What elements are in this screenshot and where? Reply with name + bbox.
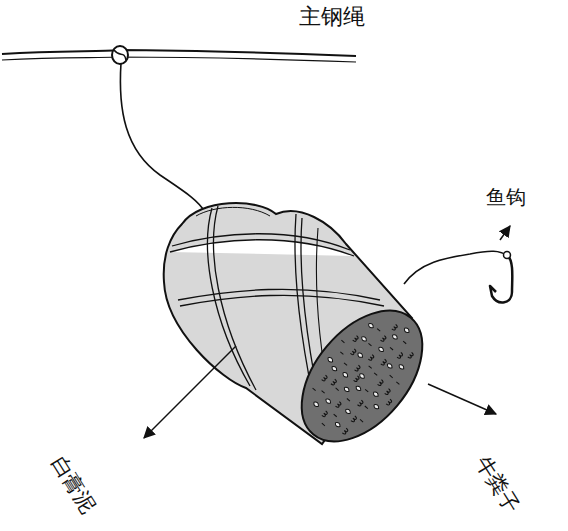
dung-texture: [336, 388, 339, 391]
dung-texture: [369, 366, 372, 369]
dung-texture: [322, 423, 325, 426]
dung-texture: [398, 363, 405, 370]
leader-line: [428, 384, 496, 414]
dung-texture: [350, 349, 356, 356]
clay-label: 白膏泥: [46, 452, 99, 518]
dung-texture: [378, 380, 384, 387]
dung-texture: [360, 419, 363, 422]
dung-texture: [342, 371, 349, 378]
dung-texture: [334, 421, 341, 428]
dung-texture: [391, 333, 398, 340]
rope-label: 主钢绳: [299, 5, 365, 29]
dung-texture: [390, 375, 393, 378]
fish-hook: [490, 256, 512, 302]
dung-texture: [340, 352, 343, 355]
dung-texture: [343, 386, 350, 393]
dung-texture: [358, 400, 364, 407]
dung-texture: [367, 322, 374, 329]
dung-texture: [357, 352, 364, 359]
binding-string: [170, 240, 354, 256]
dung-texture: [403, 341, 406, 344]
dung-texture: [386, 362, 393, 369]
dung-texture: [322, 391, 325, 394]
dung-texture: [353, 336, 359, 343]
hook-line: [404, 251, 508, 284]
dung-end: [278, 288, 446, 464]
leader-line: [500, 226, 510, 240]
binding-string: [180, 295, 384, 306]
dung-texture: [331, 365, 338, 372]
dung-texture: [374, 373, 377, 376]
hook-label: 鱼钩: [486, 186, 526, 208]
dung-texture: [372, 391, 379, 398]
hook-eye: [504, 252, 511, 259]
clay-lump: [196, 207, 270, 216]
dung-texture: [342, 428, 348, 435]
dung-texture: [403, 327, 410, 334]
dung-texture: [325, 398, 332, 405]
dung-texture: [331, 379, 337, 386]
main-rope: [2, 50, 356, 56]
dung-texture: [313, 388, 316, 391]
dung-label: 牛粪子: [470, 452, 523, 518]
dung-texture: [354, 376, 360, 383]
dung-texture: [322, 411, 328, 418]
dung-texture: [327, 356, 334, 363]
dung-texture: [377, 329, 380, 332]
dung-texture: [355, 365, 361, 372]
dung-texture: [365, 406, 368, 409]
dung-texture: [386, 399, 392, 406]
dung-texture: [368, 355, 374, 362]
dung-texture: [368, 343, 371, 346]
dung-texture: [322, 375, 328, 382]
dung-texture: [347, 399, 350, 402]
dung-texture: [355, 385, 362, 392]
dung-texture: [408, 352, 414, 359]
dung-texture: [373, 403, 380, 410]
dung-texture: [385, 389, 391, 396]
dung-texture: [397, 352, 403, 359]
branch-line: [120, 63, 205, 212]
dung-texture: [336, 402, 342, 409]
dung-texture: [365, 389, 368, 392]
dung-texture: [334, 414, 337, 417]
knot-detail: [114, 50, 126, 60]
dung-texture: [360, 335, 367, 342]
dung-texture: [313, 401, 320, 408]
dung-texture: [341, 340, 344, 343]
dung-texture: [392, 324, 398, 331]
leader-line: [144, 346, 236, 438]
knot: [112, 46, 128, 64]
dung-texture: [381, 359, 387, 366]
dung-texture: [351, 416, 357, 423]
dung-texture: [378, 346, 385, 353]
dung-texture: [396, 382, 399, 385]
dung-texture: [344, 363, 347, 366]
dung-texture: [381, 336, 387, 343]
dung-texture: [390, 347, 393, 350]
main-rope-edge: [2, 57, 356, 62]
dung-texture: [344, 408, 351, 415]
binding-string: [178, 289, 380, 300]
